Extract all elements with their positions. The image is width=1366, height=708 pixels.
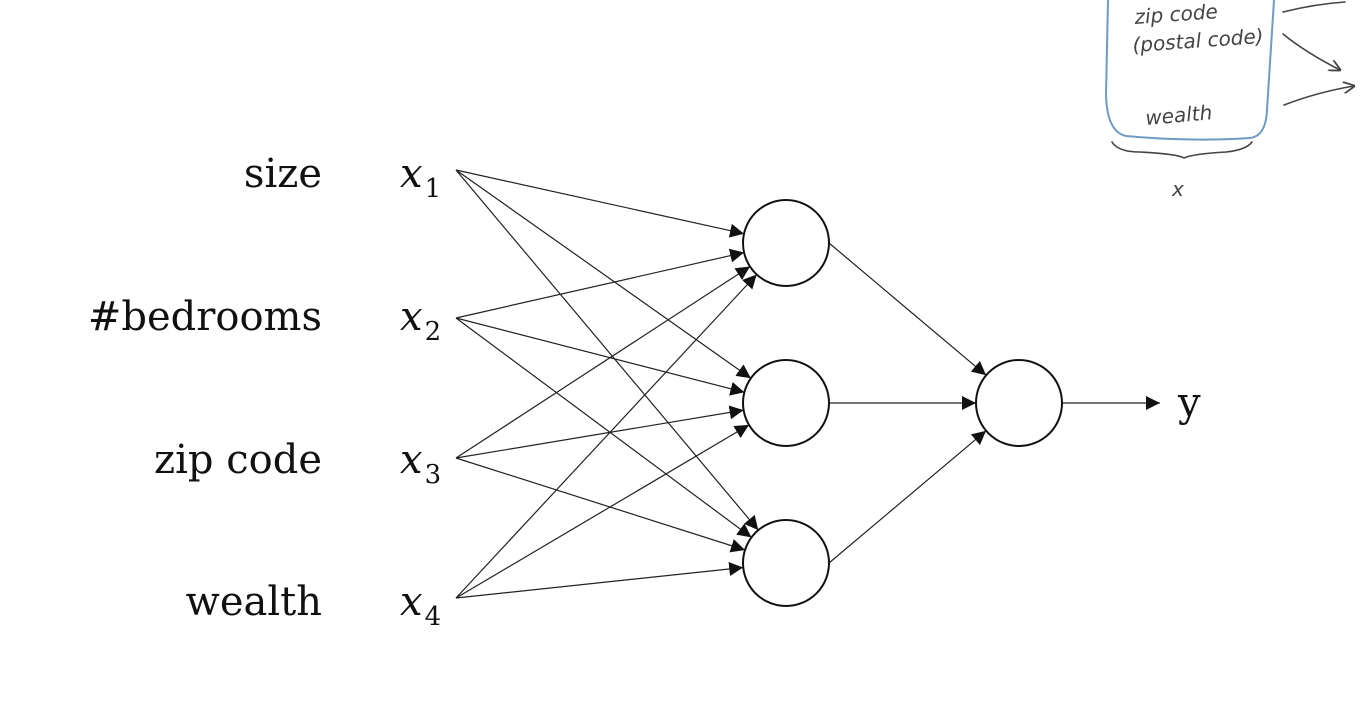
output-node — [975, 359, 1063, 447]
sketch-arrow-1 — [1282, 1, 1346, 13]
input-variable-x4: x4 — [400, 579, 441, 632]
edge-x4-to-hidden-1 — [455, 274, 758, 599]
edge-hidden-1-to-output — [828, 242, 987, 376]
sketch-text-postal-code: (postal code) — [1132, 24, 1265, 57]
edge-x2-to-hidden-2 — [455, 317, 745, 396]
feature-label-size: size — [244, 151, 322, 197]
feature-label-wealth: wealth — [186, 579, 322, 625]
input-row-3: zip code x3 — [154, 437, 441, 490]
input-variable-x2: x2 — [400, 294, 441, 347]
edge-hidden-3-to-output — [828, 430, 987, 564]
sketch-under-label: x — [1171, 177, 1184, 201]
sketch-arrow-2 — [1282, 33, 1340, 70]
input-row-1: size x1 — [244, 151, 441, 204]
edge-x2-to-hidden-3 — [455, 317, 752, 538]
sketch-text-wealth: wealth — [1144, 100, 1213, 130]
edge-x4-to-hidden-3 — [455, 562, 744, 599]
handwritten-sketch: zip code (postal code) wealth x — [1105, 0, 1354, 201]
edge-x1-to-hidden-3 — [455, 169, 759, 531]
sketch-box — [1105, 0, 1275, 141]
edge-x1-to-hidden-1 — [455, 169, 745, 238]
output-label: y — [1177, 380, 1201, 426]
edge-x2-to-hidden-1 — [455, 248, 745, 319]
edge-x3-to-hidden-1 — [455, 265, 751, 459]
input-variable-x1: x1 — [400, 151, 441, 204]
feature-label-bedrooms: #bedrooms — [88, 294, 322, 340]
feature-label-zip-code: zip code — [154, 437, 322, 483]
sketch-text-zip-code: zip code — [1133, 0, 1219, 29]
hidden-node-1 — [742, 199, 830, 287]
hidden-node-2 — [742, 359, 830, 447]
edge-x1-to-hidden-2 — [455, 169, 752, 379]
input-variable-x3: x3 — [400, 437, 441, 490]
input-row-4: wealth x4 — [186, 579, 442, 632]
edge-x4-to-hidden-2 — [455, 424, 750, 599]
sketch-arrow-3 — [1283, 86, 1354, 106]
sketch-brace — [1111, 141, 1253, 159]
input-row-2: #bedrooms x2 — [88, 294, 441, 347]
edge-x3-to-hidden-3 — [455, 457, 746, 553]
hidden-node-3 — [742, 519, 830, 607]
edge-x3-to-hidden-2 — [455, 405, 744, 459]
connections — [455, 169, 1160, 599]
